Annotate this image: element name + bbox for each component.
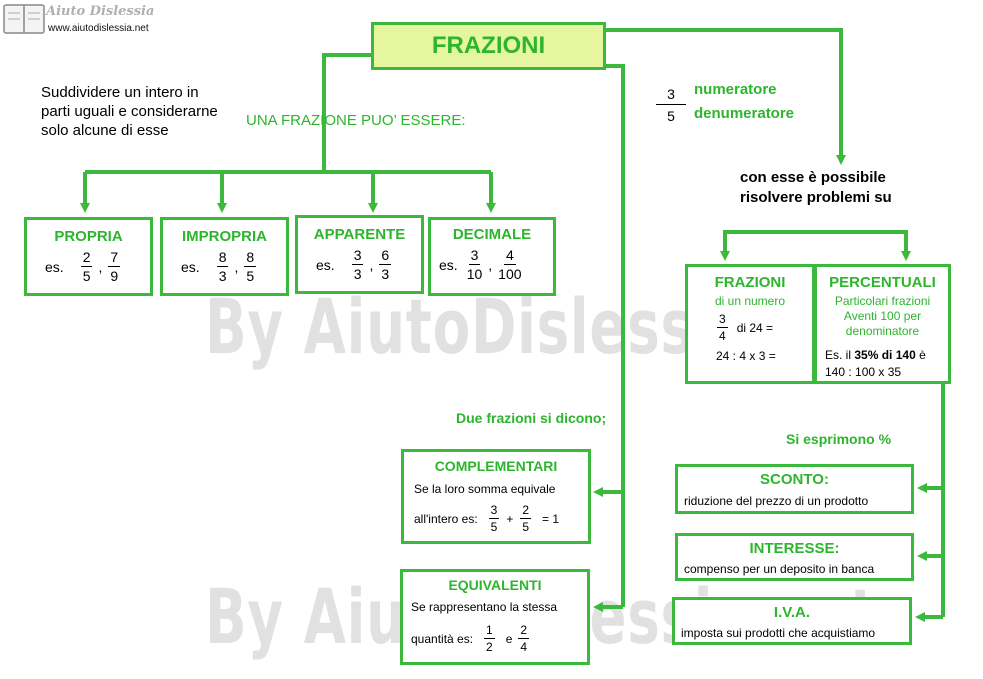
box-title: FRAZIONI xyxy=(714,274,786,291)
una-frazione-label: UNA FRAZIONE PUO’ ESSERE: xyxy=(246,112,466,129)
definition-text: Suddividere un intero in parti uguali e … xyxy=(41,84,218,139)
box-text: riduzione del prezzo di un prodotto xyxy=(684,494,869,508)
type-title: DECIMALE xyxy=(452,226,532,243)
logo: Aiuto Dislessia www.aiutodislessia.net xyxy=(2,1,162,39)
due-frazioni-label: Due frazioni si dicono; xyxy=(456,410,607,426)
sconto-box: SCONTO: riduzione del prezzo di un prodo… xyxy=(675,464,914,514)
box-title: PERCENTUALI xyxy=(829,274,936,291)
fraction-parts: 3 5 xyxy=(656,86,686,124)
title-box: FRAZIONI xyxy=(371,22,606,70)
box-title: COMPLEMENTARI xyxy=(434,458,558,474)
numeratore-label: numeratore xyxy=(694,81,777,98)
box-text: imposta sui prodotti che acquistiamo xyxy=(681,626,876,640)
box-subtitle: di un numero xyxy=(714,294,786,308)
denumeratore-label: denumeratore xyxy=(694,105,795,122)
box-text: Se rappresentano la stessa xyxy=(411,600,558,614)
page-title: FRAZIONI xyxy=(431,32,546,59)
box-example-2: 140 : 100 x 35 xyxy=(825,365,902,379)
si-esprimono-label: Si esprimono % xyxy=(786,431,892,447)
type-title: IMPROPRIA xyxy=(181,228,267,245)
box-example: Es. il 35% di 140 è xyxy=(825,348,926,362)
iva-box: I.V.A. imposta sui prodotti che acquisti… xyxy=(672,597,912,645)
complementari-box: COMPLEMENTARI Se la loro somma equivale … xyxy=(401,449,591,544)
box-title: SCONTO: xyxy=(760,471,829,488)
percentuali-box: PERCENTUALI Particolari frazioni Aventi … xyxy=(814,264,951,384)
box-text: Se la loro somma equivale xyxy=(414,482,556,496)
box-title: I.V.A. xyxy=(773,604,811,621)
book-logo-icon xyxy=(3,4,45,34)
type-title: APPARENTE xyxy=(313,226,406,243)
equivalenti-box: EQUIVALENTI Se rappresentano la stessa q… xyxy=(400,569,590,665)
box-example-2: 24 : 4 x 3 = xyxy=(716,349,776,363)
box-text: compenso per un deposito in banca xyxy=(684,562,875,576)
logo-url: www.aiutodislessia.net xyxy=(48,23,149,34)
box-description: Particolari frazioni Aventi 100 per deno… xyxy=(834,294,931,338)
box-title: EQUIVALENTI xyxy=(448,577,542,593)
problems-label: con esse è possibile risolvere problemi … xyxy=(740,169,892,206)
type-title: PROPRIA xyxy=(54,228,123,245)
interesse-box: INTERESSE: compenso per un deposito in b… xyxy=(675,533,914,581)
box-title: INTERESSE: xyxy=(749,540,840,557)
logo-brand: Aiuto Dislessia xyxy=(46,4,155,19)
